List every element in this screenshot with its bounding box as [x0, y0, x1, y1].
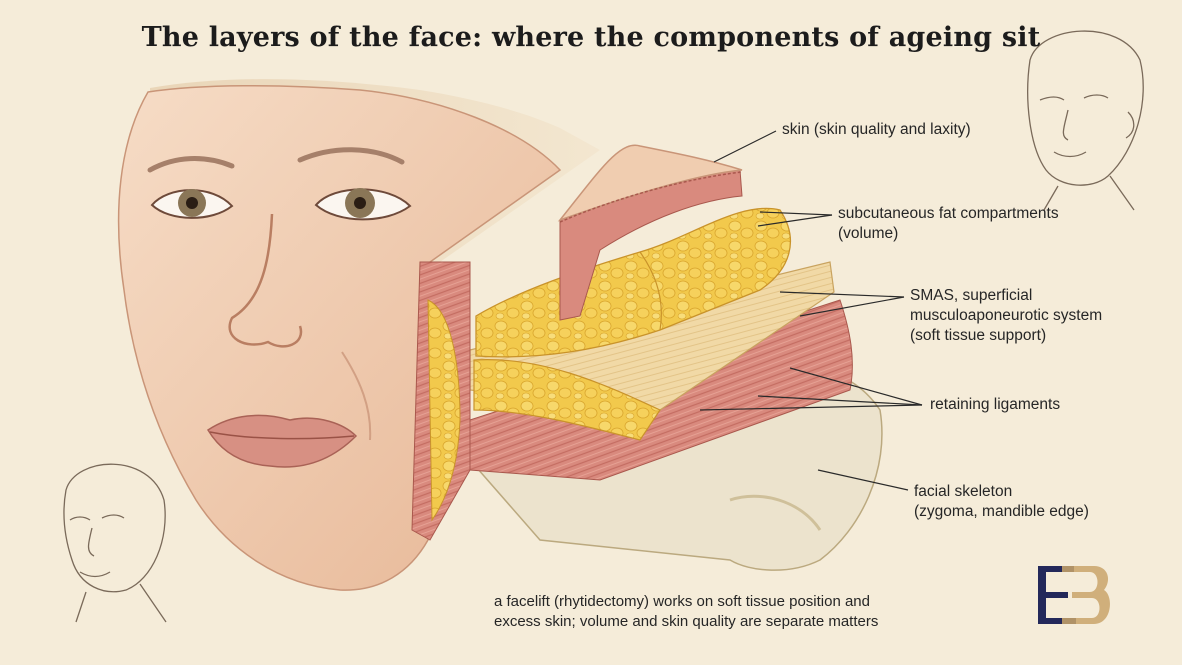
left-eyebrow	[147, 156, 235, 173]
nose	[228, 213, 303, 348]
sketch-head-top-right	[1027, 30, 1144, 211]
label-skin: skin (skin quality and laxity)	[782, 121, 971, 138]
monogram-logo	[1038, 566, 1110, 624]
sketch-head-bottom-left	[63, 463, 167, 623]
deep-fat-layer	[473, 358, 661, 441]
layer-cross-section	[411, 144, 883, 571]
page-title: The layers of the face: where the compon…	[141, 22, 1041, 53]
leader-lines	[699, 130, 923, 491]
caption-note: a facelift (rhytidectomy) works on soft …	[494, 593, 879, 630]
lips	[206, 414, 358, 468]
label-subcutaneous-fat: subcutaneous fat compartments (volume)	[838, 205, 1059, 242]
face-skin	[117, 84, 562, 591]
label-facial-skeleton: facial skeleton (zygoma, mandible edge)	[914, 483, 1089, 520]
label-retaining-ligaments: retaining ligaments	[930, 396, 1061, 413]
label-smas: SMAS, superficial musculoaponeurotic sys…	[910, 287, 1103, 344]
front-fat-strip	[427, 299, 461, 522]
face-illustration	[117, 79, 600, 591]
right-eyebrow	[297, 147, 405, 165]
